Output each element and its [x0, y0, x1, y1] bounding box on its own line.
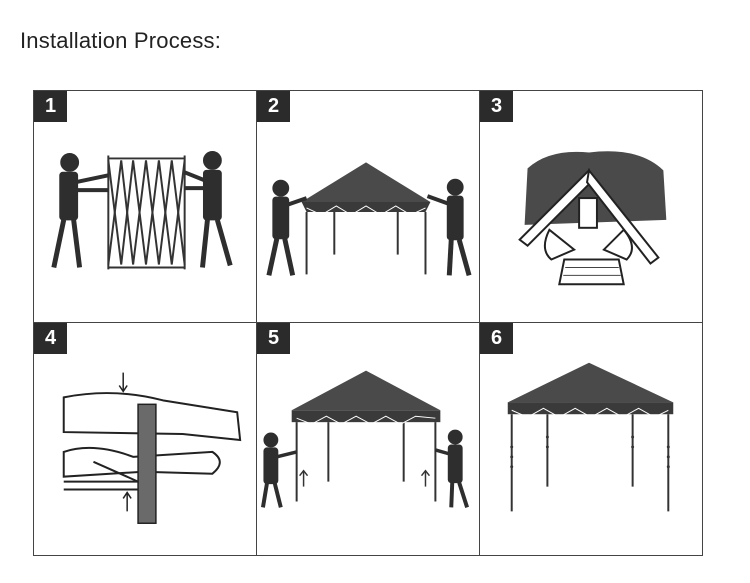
step-panel-1: 1	[33, 90, 257, 323]
step-6-illustration-finished-tent	[507, 362, 674, 512]
step-1-illustration-folded-frame	[51, 151, 233, 270]
step-panel-3: 3	[479, 90, 703, 323]
step-number-badge: 5	[257, 323, 290, 354]
installation-steps-grid: 1	[33, 90, 703, 556]
step-3-illustration-attach-cover	[518, 151, 667, 286]
step-number-badge: 4	[34, 323, 67, 354]
step-panel-5: 5	[256, 322, 480, 556]
step-2-illustration-expand-canopy	[266, 162, 472, 277]
step-4-illustration-secure-hook	[62, 372, 242, 524]
step-panel-2: 2	[256, 90, 480, 323]
page-title: Installation Process:	[20, 28, 222, 53]
step-panel-6: 6	[479, 322, 703, 556]
step-panel-4: 4	[33, 322, 257, 556]
step-number-badge: 1	[34, 91, 67, 122]
step-5-illustration-raise-legs	[260, 370, 469, 508]
step-number-badge: 2	[257, 91, 290, 122]
step-number-badge: 6	[480, 323, 513, 354]
step-number-badge: 3	[480, 91, 513, 122]
